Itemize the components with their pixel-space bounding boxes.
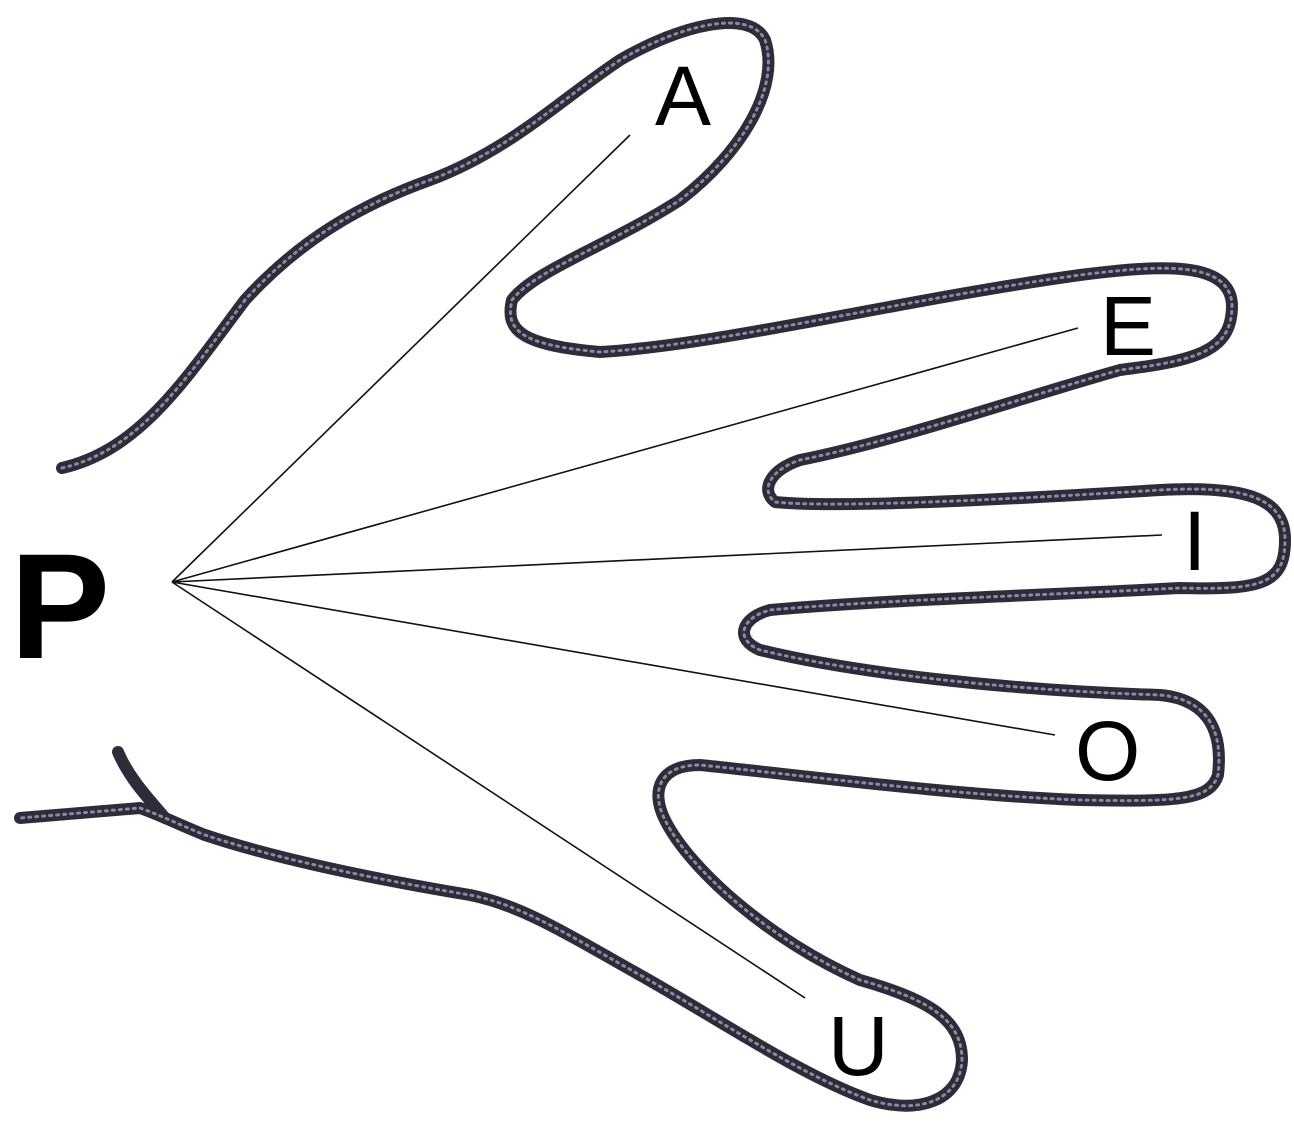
vowel-labels: A E I O U — [655, 49, 1206, 1093]
ray-to-u — [172, 582, 805, 998]
vowel-label-o: O — [1075, 704, 1140, 798]
ray-to-e — [172, 328, 1078, 582]
root-letter-p: P — [10, 522, 110, 690]
ray-to-i — [172, 535, 1162, 582]
hand-contour-texture — [20, 23, 1285, 1106]
hand-contour-upper — [20, 23, 1285, 1106]
vowel-label-u: U — [828, 999, 889, 1093]
vowel-label-e: E — [1100, 279, 1156, 373]
vowel-label-a: A — [655, 49, 711, 143]
vowel-label-i: I — [1183, 494, 1206, 588]
hand-outline — [20, 23, 1285, 1106]
ray-to-a — [172, 135, 630, 582]
